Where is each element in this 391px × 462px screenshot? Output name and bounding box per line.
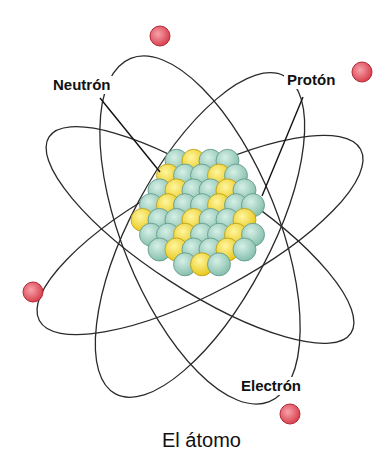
proton-label: Protón [284, 71, 338, 89]
leader-lines [100, 97, 303, 196]
orbit-lines [12, 29, 388, 430]
electron-label: Electrón [238, 377, 304, 395]
orbit [19, 91, 381, 379]
leader-line [100, 98, 160, 172]
electron [150, 26, 170, 46]
nucleon [208, 253, 231, 276]
electron [352, 62, 372, 82]
electron [280, 404, 300, 424]
orbit [12, 98, 388, 371]
nucleon [233, 238, 256, 261]
caption: El átomo [159, 428, 244, 452]
nucleus [131, 149, 265, 276]
neutron-label: Neutrón [50, 76, 114, 94]
leader-line [262, 97, 303, 196]
electrons [23, 26, 372, 424]
orbit [54, 43, 347, 427]
electron [23, 282, 43, 302]
